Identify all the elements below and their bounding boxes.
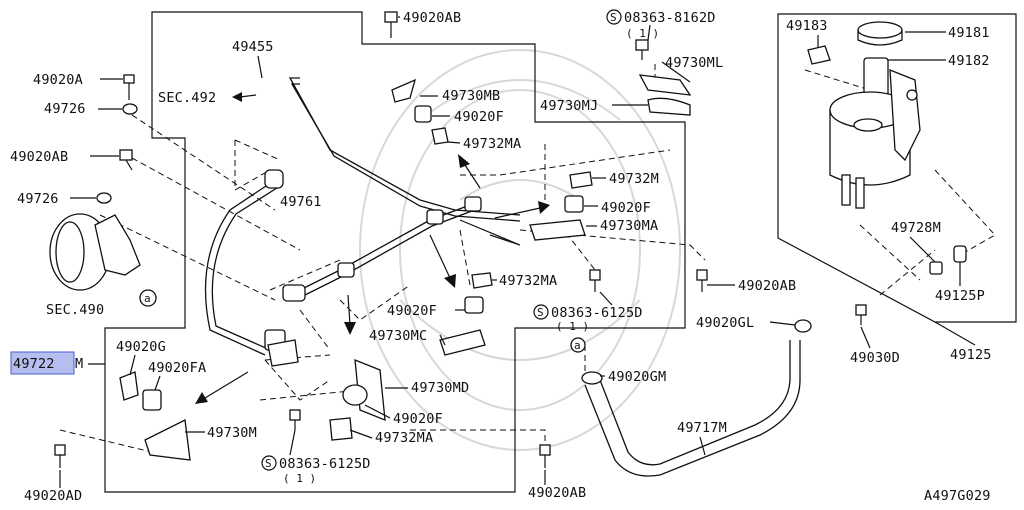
label-sec492: SEC.492 (158, 90, 216, 106)
circle-a-label-b: a (574, 339, 581, 352)
screw-symbol-8162d-letter: S (610, 11, 617, 24)
label-49730mc: 49730MC (369, 328, 427, 344)
label-49030d: 49030D (850, 350, 900, 366)
label-49730mj: 49730MJ (540, 98, 598, 114)
arrows (195, 92, 550, 404)
label-sec490: SEC.490 (46, 302, 104, 318)
frame-outlines (104, 11, 1017, 493)
bolts (54, 11, 967, 468)
circle-a-label-a: a (144, 292, 151, 305)
label-49182: 49182 (948, 53, 990, 69)
label-49732ma-b: 49732MA (499, 273, 557, 289)
label-qty-1-c: ( 1 ) (283, 472, 316, 485)
label-leaders (59, 16, 976, 488)
label-49020ab-top: 49020AB (403, 10, 461, 26)
pump-sec490 (49, 213, 157, 307)
label-49020fa: 49020FA (148, 360, 206, 376)
return-hose-49717m (581, 340, 801, 477)
label-49722[interactable]: 49722 (13, 356, 55, 372)
label-49722-suffix: M (75, 356, 83, 372)
screw-symbol-6125d-b-letter: S (265, 457, 272, 470)
label-49020gm: 49020GM (608, 369, 666, 385)
label-qty-1-b: ( 1 ) (556, 320, 589, 333)
reservoir-49125 (807, 21, 921, 209)
hose-assembly-49722m (204, 77, 521, 356)
label-49020ab-bottom: 49020AB (528, 485, 586, 501)
label-49020gl: 49020GL (696, 315, 754, 331)
label-49761: 49761 (280, 194, 322, 210)
label-49732ma-a: 49732MA (463, 136, 521, 152)
label-08363-6125d-b: 08363-6125D (279, 456, 371, 472)
screw-symbol-6125d-b (261, 455, 277, 471)
label-49730m: 49730M (207, 425, 257, 441)
label-49020g: 49020G (116, 339, 166, 355)
label-08363-6125d-a: 08363-6125D (551, 305, 643, 321)
label-49020ab-right: 49020AB (738, 278, 796, 294)
label-49020a: 49020A (33, 72, 83, 88)
label-49726-a: 49726 (44, 101, 86, 117)
label-49730ml: 49730ML (665, 55, 723, 71)
label-49125: 49125 (950, 347, 992, 363)
label-49730ma: 49730MA (600, 218, 658, 234)
label-49020f-b: 49020F (601, 200, 651, 216)
label-49181: 49181 (948, 25, 990, 41)
label-49020ab-left: 49020AB (10, 149, 68, 165)
label-49726-b: 49726 (17, 191, 59, 207)
screw-symbol-6125d-a (533, 304, 549, 320)
watermark-emblem (359, 49, 681, 451)
label-49125p: 49125P (935, 288, 985, 304)
highlight-49722m (10, 351, 75, 375)
label-49730md: 49730MD (411, 380, 469, 396)
label-08363-8162d: 08363-8162D (624, 10, 716, 26)
clamps (119, 74, 692, 461)
label-49717m: 49717M (677, 420, 727, 436)
label-qty-1-a: ( 1 ) (626, 27, 659, 40)
label-49183: 49183 (786, 18, 828, 34)
label-49732m: 49732M (609, 171, 659, 187)
label-49730mb: 49730MB (442, 88, 500, 104)
screw-symbol-8162d (606, 9, 622, 25)
screw-symbol-6125d-a-letter: S (537, 306, 544, 319)
part-labels: 49020AB 49455 SEC.492 49020A 49726 49020… (10, 9, 992, 504)
label-49455: 49455 (232, 39, 274, 55)
label-49020ad: 49020AD (24, 488, 82, 504)
diagram-id: A497G029 (924, 488, 991, 504)
label-49020f-c: 49020F (387, 303, 437, 319)
label-49732ma-c: 49732MA (375, 430, 433, 446)
label-49020f-a: 49020F (454, 109, 504, 125)
label-49728m: 49728M (891, 220, 941, 236)
label-49020f-d: 49020F (393, 411, 443, 427)
